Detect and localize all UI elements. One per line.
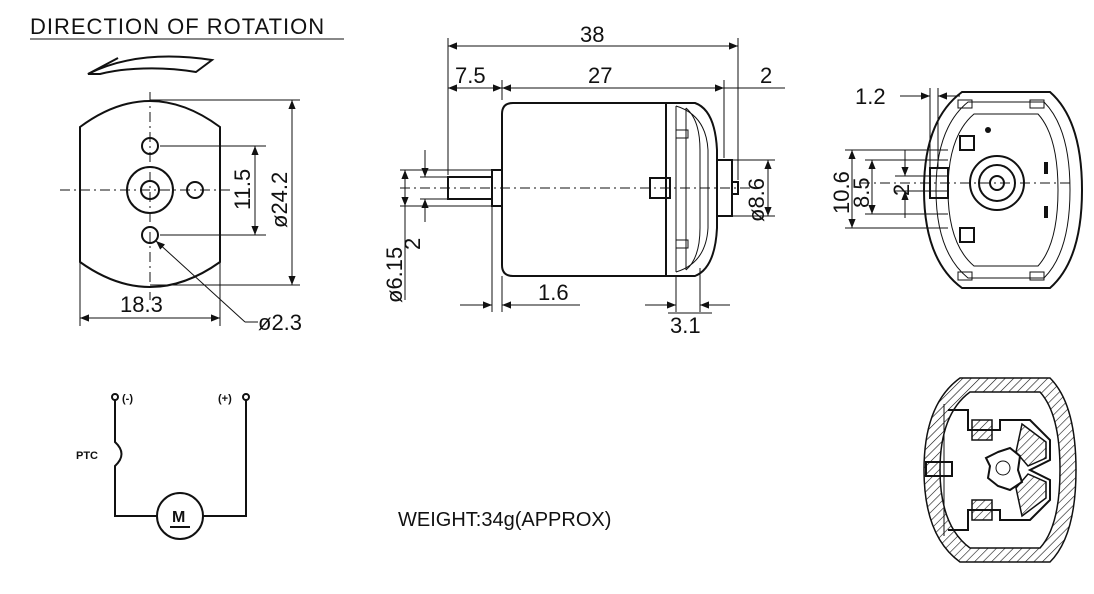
side-shaft-label: 7.5 [455, 63, 486, 88]
side-bearing-label: ø8.6 [744, 178, 769, 222]
side-boss-label: 1.6 [538, 280, 569, 305]
weight-text: WEIGHT:34g(APPROX) [398, 509, 611, 531]
side-body-label: 27 [588, 63, 612, 88]
side-shaft-small-label: 2 [400, 238, 425, 250]
front-hole-spacing-label: 11.5 [230, 169, 255, 210]
negative-terminal-icon [111, 393, 119, 401]
side-view: 38 7.5 27 2 ø6.15 2 ø8.6 1.6 [382, 22, 785, 338]
negative-label: (-) [122, 393, 133, 405]
front-hole-dia-label: ø2.3 [258, 310, 302, 335]
front-view: 11.5 ø24.2 18.3 ø2.3 [60, 92, 302, 335]
side-tail-label: 2 [760, 63, 772, 88]
rear-h2-label: 8.5 [849, 177, 874, 208]
side-overall-label: 38 [580, 22, 604, 47]
positive-terminal-icon [242, 393, 250, 401]
front-width-label: 18.3 [120, 292, 163, 317]
motor-label: M [172, 509, 185, 526]
side-shaft-dia-label: ø6.15 [382, 247, 407, 303]
positive-label: (+) [218, 393, 232, 405]
front-height-label: ø24.2 [267, 172, 292, 228]
ptc-label: PTC [76, 450, 98, 462]
rear-view: 1.2 10.6 8.5 2 [829, 84, 1084, 289]
section-view [923, 377, 1077, 563]
rotation-arrow-icon [87, 55, 215, 75]
rear-h1-label: 10.6 [829, 171, 854, 214]
rear-h3-label: 2 [889, 184, 914, 196]
side-rear-label: 3.1 [670, 313, 701, 338]
rear-offset-label: 1.2 [855, 84, 886, 109]
motor-schematic: (-) (+) PTC M [76, 393, 250, 540]
title-text: DIRECTION OF ROTATION [30, 14, 325, 39]
